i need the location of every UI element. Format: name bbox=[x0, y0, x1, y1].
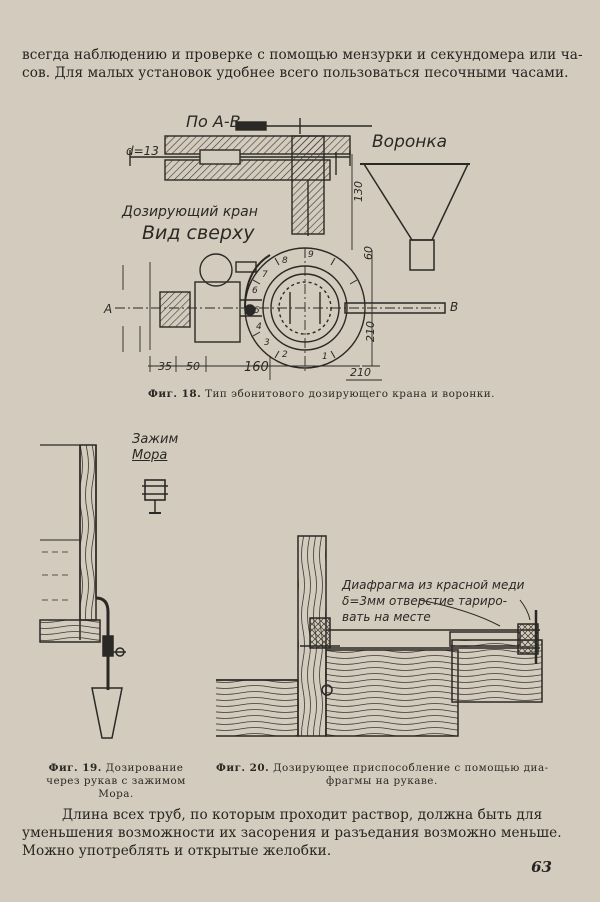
text-line: Длина всех труб, по которым проходит рас… bbox=[62, 807, 543, 823]
dimension-50: 50 bbox=[186, 360, 200, 373]
label-valve-title: Дозирующий кран bbox=[122, 204, 258, 220]
dial-number: 9 bbox=[308, 250, 314, 260]
point-b: В bbox=[450, 300, 459, 314]
label-clamp-mohr: Мора bbox=[132, 448, 168, 463]
funnel-drawing bbox=[351, 154, 470, 271]
text-line: сов. Для малых установок удобнее всего п… bbox=[22, 65, 569, 81]
dial-number: 5 bbox=[254, 306, 260, 316]
dial-ticks bbox=[252, 250, 358, 359]
dimension-210-vertical: 210 bbox=[364, 321, 377, 342]
dial-number: 3 bbox=[264, 338, 270, 348]
figure-19-drawing bbox=[39, 444, 168, 739]
text-line: всегда наблюдению и проверке с помощью м… bbox=[22, 47, 583, 63]
figure-18-caption: Фиг. 18. Тип эбонитового дозирующего кра… bbox=[148, 388, 495, 401]
dial-number: 1 bbox=[322, 352, 328, 362]
dimension-60: 60 bbox=[362, 246, 375, 260]
text-line: уменьшения возможности их засорения и ра… bbox=[22, 825, 562, 841]
dial-number: 2 bbox=[282, 350, 288, 360]
caption-number: Фиг. 19. bbox=[48, 762, 102, 774]
dimension-210-horizontal: 210 bbox=[350, 366, 371, 379]
caption-number: Фиг. 20. bbox=[216, 762, 270, 774]
figure-20-caption: Фиг. 20. Дозирующее приспособление с пом… bbox=[216, 762, 566, 788]
text-line: Можно употреблять и открытые желобки. bbox=[22, 843, 332, 859]
label-top-view: Вид сверху bbox=[142, 222, 255, 244]
figure-20-drawing bbox=[216, 535, 543, 737]
caption-number: Фиг. 18. bbox=[148, 388, 202, 400]
dial-number: 7 bbox=[262, 270, 268, 280]
figure-19-caption: Фиг. 19. Дозирование через рукав с зажим… bbox=[36, 762, 196, 801]
point-a: А bbox=[104, 302, 113, 316]
dial-number: 6 bbox=[252, 286, 258, 296]
top-paragraph: всегда наблюдению и проверке с помощью м… bbox=[22, 46, 583, 82]
caption-text: Дозирование через рукав с зажимом Мора. bbox=[46, 762, 186, 800]
caption-text-line-2: фрагмы на рукаве. bbox=[326, 775, 438, 787]
dial-number: 8 bbox=[282, 256, 288, 266]
dial-number: 4 bbox=[256, 322, 262, 332]
label-diameter: d=13 bbox=[126, 144, 159, 158]
label-diaphragm-1: Диафрагма из красной меди bbox=[342, 578, 525, 592]
bottom-paragraph: Длина всех труб, по которым проходит рас… bbox=[22, 806, 562, 860]
label-diaphragm-3: вать на месте bbox=[342, 610, 431, 624]
page-number: 63 bbox=[531, 858, 552, 876]
dimension-160: 160 bbox=[244, 360, 269, 375]
valve-top-view bbox=[115, 247, 446, 381]
label-diaphragm-2: δ=3мм отверстие тариро- bbox=[342, 594, 507, 608]
caption-text: Дозирующее приспособление с помощью диа- bbox=[273, 762, 549, 774]
label-clamp: Зажим bbox=[132, 432, 179, 447]
caption-text: Тип эбонитового дозирующего крана и воро… bbox=[205, 388, 495, 400]
label-section: По А-В bbox=[186, 112, 241, 131]
dimension-35: 35 bbox=[158, 360, 172, 373]
label-funnel: Воронка bbox=[372, 132, 448, 152]
dimension-130: 130 bbox=[352, 181, 365, 202]
valve-section-view bbox=[129, 118, 372, 236]
